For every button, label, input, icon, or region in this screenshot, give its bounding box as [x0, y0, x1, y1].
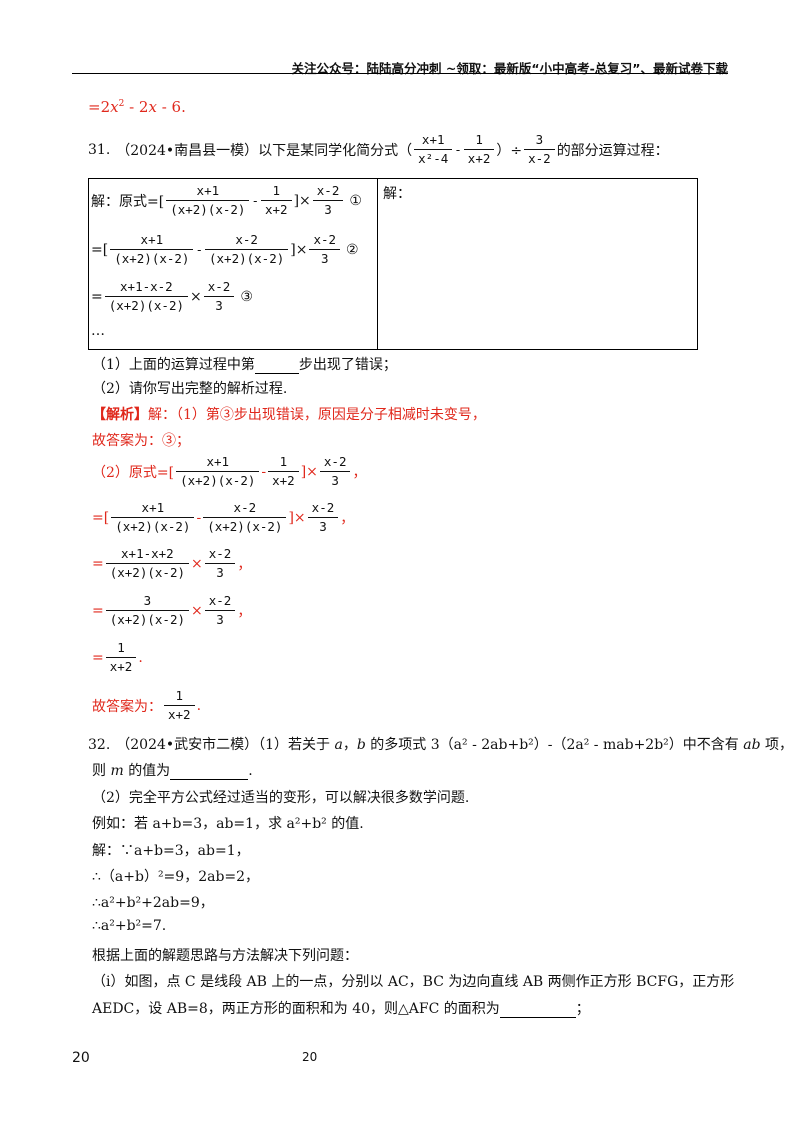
q32-line-11: AEDC，设 AB=8，两正方形的面积和为 40，则△AFC 的面积为 ；: [92, 1001, 590, 1018]
q32-line-9: 根据上面的解题思路与方法解决下列问题：: [92, 948, 358, 964]
box-ellipsis: …: [91, 323, 105, 339]
q32-line-3: （2）完全平方公式经过适当的变形，可以解决很多数学问题.: [92, 790, 470, 806]
answer-blank-2: [170, 763, 249, 780]
q32-line-6: ∴（a+b）²=9，2ab=2，: [92, 869, 260, 885]
q32-line-5: 解：∵a+b=3，ab=1，: [92, 843, 250, 859]
q31-sub2: （2）请你写出完整的解析过程.: [92, 381, 288, 397]
box-divider: [377, 179, 378, 349]
q32-line-1: 32.（2024•武安市二模）（1）若关于 a，b 的多项式 3（a² - 2a…: [88, 737, 794, 753]
q31-sub1: （1）上面的运算过程中第 步出现了错误；: [92, 357, 397, 374]
answer-blank-3: [499, 1001, 576, 1018]
header-rule: [72, 73, 728, 74]
page-number-left: 20: [72, 1050, 90, 1066]
page-number-center: 20: [302, 1050, 318, 1064]
q32-line-8: ∴a²+b²=7.: [92, 918, 167, 934]
q32-line-4: 例如：若 a+b=3，ab=1，求 a²+b² 的值.: [92, 816, 364, 832]
q31-answer-1: 故答案为：③；: [92, 433, 190, 449]
page-header: 关注公众号：陆陆高分冲刺 ~领取：最新版“小中高考-总复习”、最新试卷下载: [291, 61, 728, 76]
q32-line-7: ∴a²+b²+2ab=9，: [92, 895, 214, 911]
answer-blank-1: [254, 357, 299, 374]
q32-line-2: 则 m 的值为 .: [92, 763, 253, 780]
previous-answer: =2x2 - 2x - 6.: [88, 98, 186, 116]
q32-line-10: （i）如图，点 C 是线段 AB 上的一点，分别以 AC，BC 为边向直线 AB…: [92, 974, 735, 990]
q31-analysis: 【解析】解：（1）第③步出现错误，原因是分子相减时未变号，: [92, 407, 486, 423]
box-right-label: 解：: [383, 186, 411, 202]
